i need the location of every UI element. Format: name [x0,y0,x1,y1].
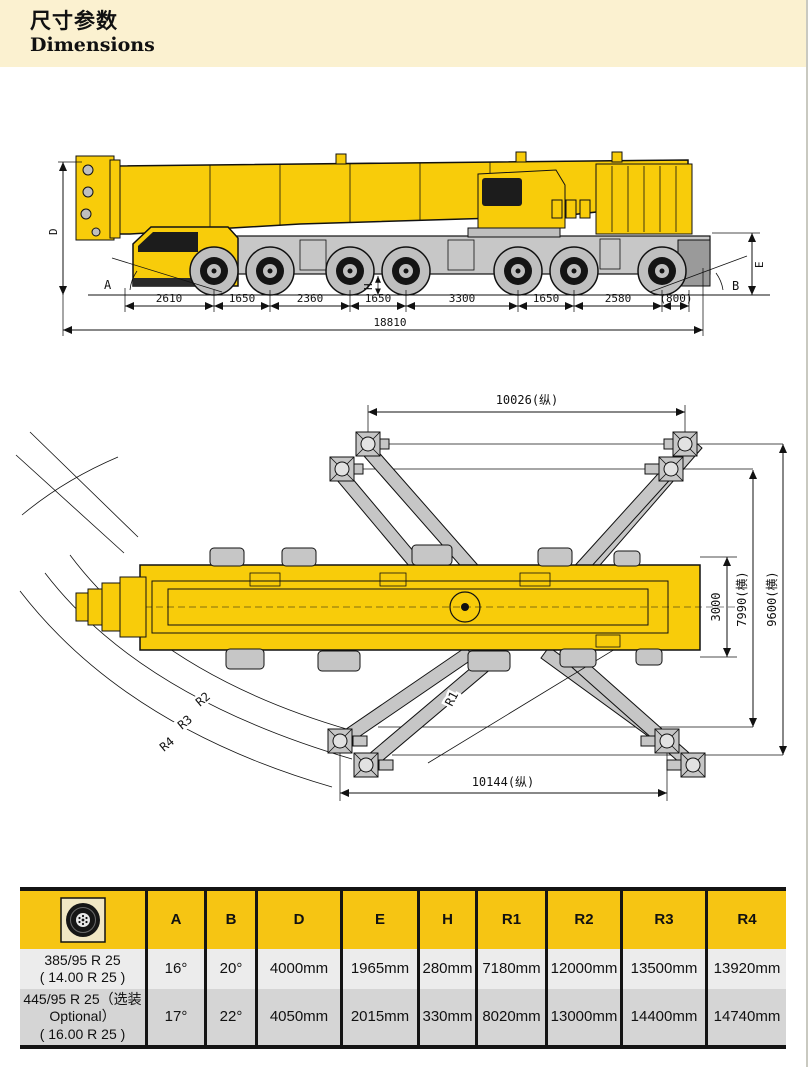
r4-label: R4 [157,734,177,754]
total-length-value: 18810 [373,316,406,329]
col-header-E: E [343,891,420,949]
rear-height-e-label: E [753,261,766,268]
r3-label: R3 [175,712,195,732]
table-cell: 1965mm [343,949,420,989]
height-d-label: D [47,228,60,235]
col-header-A: A [148,891,207,949]
table-cell: 13000mm [548,989,623,1045]
table-cell: 13500mm [623,949,708,989]
side-flaps [209,544,663,672]
overall-length-dim: 18810 [62,268,704,336]
span-top-value: 10026(纵) [496,393,559,407]
svg-text:2580: 2580 [605,292,632,305]
svg-text:2360: 2360 [297,292,324,305]
table-cell: 14400mm [623,989,708,1045]
swing-radius-arcs [15,431,353,788]
col-header-R4: R4 [708,891,786,949]
col-header-H: H [420,891,478,949]
carrier-top-view [75,564,740,651]
svg-text:1650: 1650 [365,292,392,305]
table-cell: 4000mm [258,949,343,989]
page-scan-edge [806,0,808,1067]
svg-text:1650: 1650 [229,292,256,305]
span-outer-value: 9600(横) [765,571,779,626]
r2-label: R2 [193,689,213,709]
table-cell: 7180mm [478,949,548,989]
table-cell: 4050mm [258,989,343,1045]
table-cell: 280mm [420,949,478,989]
tire-icon [59,897,106,943]
angle-a-label: A [104,278,112,292]
table-cell: 12000mm [548,949,623,989]
col-header-D: D [258,891,343,949]
crane-side-view-drawing: A B H D E 2610 16 [47,151,770,336]
col-header-R3: R3 [623,891,708,949]
wheels [189,246,687,296]
col-header-R2: R2 [548,891,623,949]
page-title-en: Dimensions [30,34,155,56]
table-cell: 16° [148,949,207,989]
svg-text:2610: 2610 [156,292,183,305]
table-cell: 14740mm [708,989,786,1045]
span-mid-value: 7990(横) [735,571,749,626]
outrigger-pads [327,431,706,778]
table-cell: 2015mm [343,989,420,1045]
table-cell: 17° [148,989,207,1045]
outrigger-span-dims: 10026(纵) 10144(纵) 3000 7990(横) 9600(横) [340,393,787,797]
boom-head [75,155,121,241]
svg-text:3300: 3300 [449,292,476,305]
col-header-R1: R1 [478,891,548,949]
crane-top-view-drawing: 10026(纵) 10144(纵) 3000 7990(横) 9600(横) R… [15,393,787,801]
axle-dimension-row: 2610 1650 2360 1650 3300 1650 2580 (800) [124,288,693,312]
tire-row-2-label: 445/95 R 25（选装 Optional） ( 16.00 R 25 ) [20,989,148,1045]
table-cell: 20° [207,949,258,989]
superstructure [467,163,693,238]
tire-row-1-label: 385/95 R 25 ( 14.00 R 25 ) [20,949,148,989]
col-header-B: B [207,891,258,949]
table-cell: 330mm [420,989,478,1045]
clearance-h-label: H [362,283,375,290]
svg-text:1650: 1650 [533,292,560,305]
angle-b-label: B [732,279,739,293]
svg-text:(800): (800) [659,292,692,305]
section-header-band: 尺寸参数 Dimensions [0,0,806,67]
dimensions-table: A B D E H R1 R2 R3 R4 385/95 R 25 ( 14.0… [20,887,786,1049]
table-cell: 8020mm [478,989,548,1045]
tire-header-cell [20,891,148,949]
table-cell: 13920mm [708,949,786,989]
table-cell: 22° [207,989,258,1045]
width-inner-value: 3000 [709,593,723,622]
span-bottom-value: 10144(纵) [472,775,535,789]
page-title-zh: 尺寸参数 [30,10,118,33]
